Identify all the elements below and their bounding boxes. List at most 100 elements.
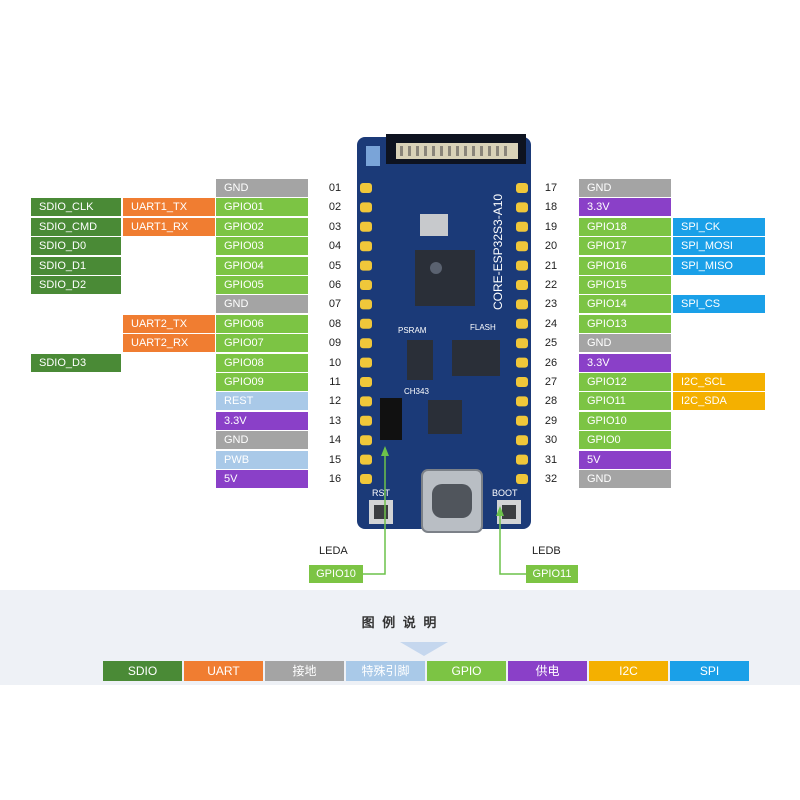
legend-item-i2c: I2C [589, 661, 668, 681]
leda-name: LEDA [319, 545, 348, 557]
pin-number: 13 [328, 414, 342, 427]
pin-hole [516, 280, 528, 290]
pin-hole [360, 396, 372, 407]
pin-number: 24 [544, 317, 558, 330]
pin-hole [516, 396, 528, 407]
pin-label: GPIO07 [216, 334, 308, 353]
left-pin-holes [360, 183, 372, 484]
pin-number: 12 [328, 395, 342, 408]
pin-label: GPIO14 [579, 295, 671, 314]
fpc-pins [400, 146, 507, 156]
leda-line [363, 450, 386, 575]
pin-alt-label: SDIO_D3 [31, 353, 121, 372]
pin-hole [516, 202, 528, 213]
pin-alt-label: SDIO_D0 [31, 237, 121, 256]
esp32-chip [415, 250, 475, 306]
silk-boot: BOOT [492, 488, 518, 498]
ledb-name: LEDB [532, 545, 561, 557]
pin-label: 5V [216, 470, 308, 488]
pin-hole [360, 183, 372, 193]
pin-label: GPIO13 [579, 314, 671, 333]
pin-label: GPIO11 [579, 392, 671, 411]
pin-number: 06 [328, 279, 342, 291]
pin-label: GPIO04 [216, 256, 308, 275]
pin-label: GPIO18 [579, 217, 671, 236]
pin-number: 02 [328, 201, 342, 214]
pin-number: 30 [544, 434, 558, 447]
pin-hole [360, 299, 372, 310]
pin-hole [516, 299, 528, 310]
pin-label: 3.3V [579, 353, 671, 372]
pin-hole [516, 357, 528, 368]
pin-number: 22 [544, 279, 558, 291]
pin-alt-label: UART1_RX [123, 217, 215, 236]
silk-title: CORE-ESP32S3-A10 [491, 194, 505, 310]
pin-hole [360, 377, 372, 387]
pin-label: GND [216, 431, 308, 450]
pin-hole [516, 474, 528, 484]
pin-label: GPIO15 [579, 276, 671, 294]
pin-number: 23 [544, 298, 558, 311]
pin-label: GND [216, 295, 308, 314]
pin-alt-label: SDIO_CLK [31, 198, 121, 217]
pin-number: 32 [544, 473, 558, 485]
pin-hole [516, 260, 528, 271]
pin-number: 15 [328, 453, 342, 466]
pin-number: 07 [328, 298, 342, 311]
legend-item-sdio: SDIO [103, 661, 182, 681]
pin-alt-label: UART2_TX [123, 314, 215, 333]
pin-hole [360, 415, 372, 426]
pin-hole [516, 435, 528, 446]
leda-gpio: GPIO10 [309, 565, 363, 583]
pin-hole [360, 280, 372, 290]
pin-number: 20 [544, 240, 558, 253]
pin-number: 21 [544, 259, 558, 272]
pin-number: 29 [544, 414, 558, 427]
pin-alt-label: SPI_MISO [673, 256, 765, 275]
pin-hole [360, 474, 372, 484]
psram-chip [407, 340, 433, 380]
pin-label: GPIO05 [216, 276, 308, 294]
flash-chip [452, 340, 500, 376]
silk-flash: FLASH [470, 323, 496, 332]
pin-number: 25 [544, 337, 558, 350]
pin-label: GND [579, 334, 671, 353]
legend-item-power: 供电 [508, 661, 587, 681]
pin-label: GPIO16 [579, 256, 671, 275]
legend-item-spi: SPI [670, 661, 749, 681]
pin-label: GPIO01 [216, 198, 308, 217]
pin-label: PWB [216, 450, 308, 469]
pin-label: 5V [579, 450, 671, 469]
pin-number: 16 [328, 473, 342, 485]
pin-alt-label: SDIO_CMD [31, 217, 121, 236]
pin-number: 14 [328, 434, 342, 447]
pin-hole [516, 183, 528, 193]
pin-hole [360, 318, 372, 329]
pin-number: 28 [544, 395, 558, 408]
right-pin-holes [516, 183, 528, 484]
pin-hole [360, 241, 372, 252]
pin-alt-label: I2C_SDA [673, 392, 765, 411]
pin-hole [360, 435, 372, 446]
pin-label: GPIO0 [579, 431, 671, 450]
pin-hole [516, 338, 528, 349]
pin-label: 3.3V [216, 411, 308, 430]
pin-label: GPIO17 [579, 237, 671, 256]
ledb-line [499, 510, 526, 575]
pin-number: 11 [329, 376, 341, 388]
pin-label: GPIO10 [579, 411, 671, 430]
legend-item-gpio: GPIO [427, 661, 506, 681]
pin-hole [516, 221, 528, 232]
legend-item-special: 特殊引脚 [346, 661, 425, 681]
pin-number: 18 [544, 201, 558, 214]
pin-number: 03 [328, 220, 342, 233]
pin-hole [360, 260, 372, 271]
pin-number: 05 [328, 259, 342, 272]
pin-alt-label: SDIO_D1 [31, 256, 121, 275]
pin-alt-label: UART2_RX [123, 334, 215, 353]
pin-label: GPIO12 [579, 373, 671, 391]
pin-hole [516, 454, 528, 465]
pin-label: GPIO06 [216, 314, 308, 333]
pin-hole [516, 415, 528, 426]
